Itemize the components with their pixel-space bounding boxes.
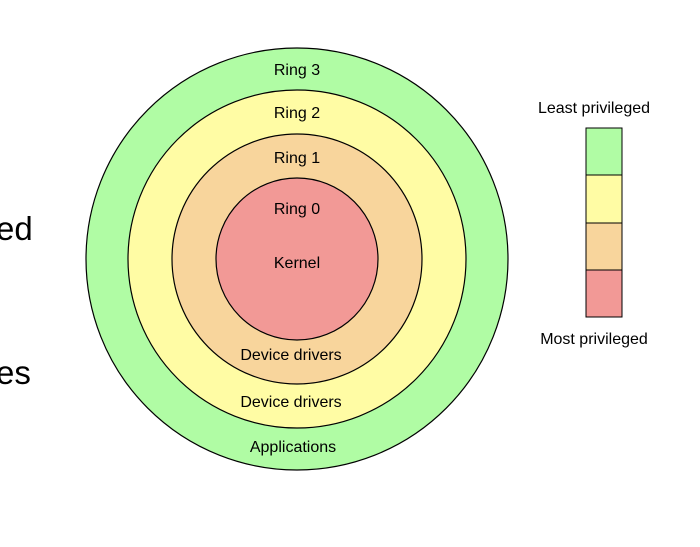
privilege-legend-bar	[585, 127, 623, 318]
side-text-lower: es	[0, 354, 31, 391]
side-text-upper: ed	[0, 210, 33, 247]
ring-2-label: Ring 2	[274, 105, 320, 122]
ring-0-label: Ring 0	[274, 201, 320, 218]
ring-1-label: Ring 1	[274, 150, 320, 167]
legend-top-label: Least privileged	[538, 100, 650, 117]
ring-3-bottom-label: Applications	[250, 439, 336, 456]
ring-3-label: Ring 3	[274, 62, 320, 79]
legend-swatch-low	[585, 174, 623, 224]
ring-1-bottom-label: Device drivers	[240, 347, 341, 364]
legend-swatch-least	[585, 127, 623, 176]
ring-0-circle	[215, 177, 379, 341]
legend-swatch-most	[585, 269, 623, 318]
kernel-label: Kernel	[274, 255, 320, 272]
legend-swatch-high	[585, 222, 623, 271]
ring-2-bottom-label: Device drivers	[240, 394, 341, 411]
legend-bottom-label: Most privileged	[540, 331, 648, 348]
